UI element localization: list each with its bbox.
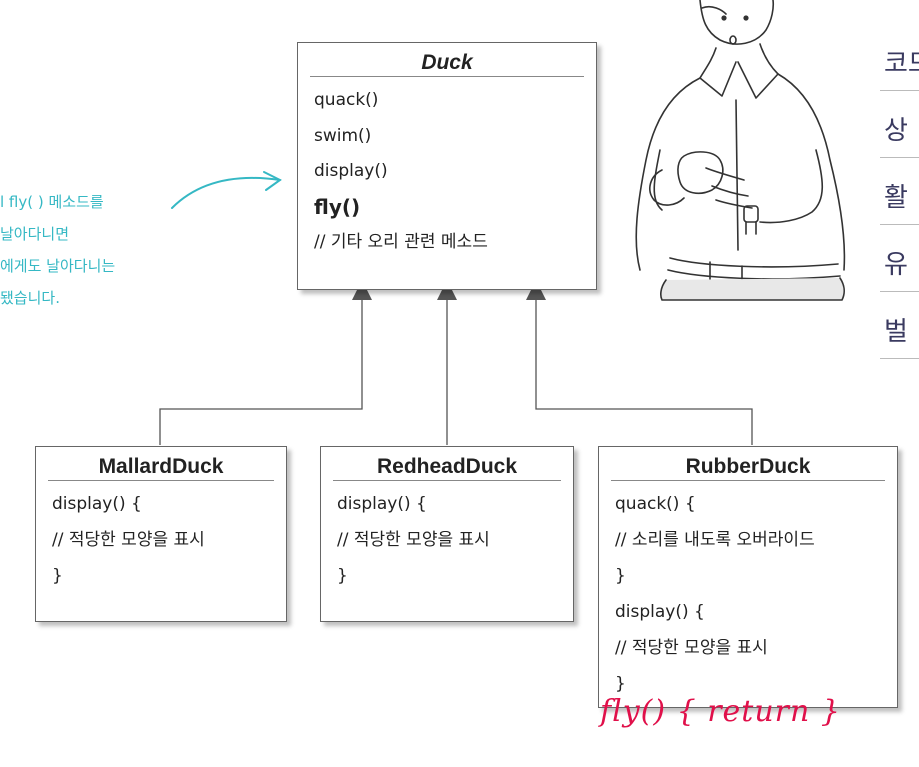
- class-name: RubberDuck: [611, 447, 885, 481]
- code-line: }: [337, 566, 348, 586]
- side-note-line: 에게도 날아다니는: [0, 257, 116, 275]
- method-swim: swim(): [314, 125, 372, 146]
- code-line: // 소리를 내도록 오버라이드: [615, 530, 815, 550]
- code-line: display() {: [52, 494, 142, 514]
- code-line: }: [615, 566, 626, 586]
- right-tab: 코드: [880, 38, 919, 91]
- class-name: MallardDuck: [48, 447, 274, 481]
- arrowhead-rubber: [526, 280, 546, 300]
- right-tab: 상: [880, 105, 919, 158]
- code-line: }: [615, 674, 626, 694]
- method-display: display(): [314, 161, 388, 181]
- class-name: RedheadDuck: [333, 447, 561, 481]
- right-tab: 활: [880, 172, 919, 225]
- side-note-line: 날아다니면: [0, 225, 70, 243]
- mallard-duck-class-box: MallardDuck display() { // 적당한 모양을 표시 }: [35, 446, 287, 622]
- arrowhead-mallard: [352, 280, 372, 300]
- connector-rubber: [535, 300, 753, 445]
- connector-mallard: [159, 300, 363, 445]
- method-list: quack() { // 소리를 내도록 오버라이드 } display() {…: [599, 481, 897, 707]
- code-line: // 적당한 모양을 표시: [52, 530, 205, 550]
- method-list: display() { // 적당한 모양을 표시 }: [36, 481, 286, 599]
- handwritten-fly-override: fly() { return }: [600, 694, 841, 729]
- right-tab: 유: [880, 239, 919, 292]
- code-line: display() {: [337, 494, 427, 514]
- person-illustration: [635, 0, 846, 301]
- inheritance-connectors: [159, 300, 753, 445]
- side-note: l fly( ) 메소드를 날아다니면 에게도 날아다니는 됐습니다.: [0, 186, 115, 314]
- method-list: display() { // 적당한 모양을 표시 }: [321, 481, 573, 599]
- side-note-line: 됐습니다.: [0, 289, 60, 307]
- right-side-tabs: 코드 상 활 유 벌: [880, 38, 919, 373]
- class-name: Duck: [310, 43, 584, 77]
- duck-class-box: Duck quack() swim() display() fly() // 기…: [297, 42, 597, 290]
- code-line: }: [52, 566, 63, 586]
- method-quack: quack(): [314, 90, 379, 110]
- method-fly-highlighted: fly(): [314, 194, 361, 219]
- pointer-arrow: [171, 171, 282, 209]
- redhead-duck-class-box: RedheadDuck display() { // 적당한 모양을 표시 }: [320, 446, 574, 622]
- code-line: display() {: [615, 602, 705, 622]
- code-line: quack() {: [615, 494, 696, 514]
- method-list: quack() swim() display() fly() // 기타 오리 …: [298, 77, 596, 265]
- side-note-line: l fly( ) 메소드를: [0, 193, 104, 211]
- rubber-duck-class-box: RubberDuck quack() { // 소리를 내도록 오버라이드 } …: [598, 446, 898, 708]
- method-comment: // 기타 오리 관련 메소드: [314, 232, 488, 252]
- arrowhead-redhead: [437, 280, 457, 300]
- inheritance-arrowheads: [352, 280, 546, 300]
- code-line: // 적당한 모양을 표시: [615, 638, 768, 658]
- code-line: // 적당한 모양을 표시: [337, 530, 490, 550]
- right-tab: 벌: [880, 306, 919, 359]
